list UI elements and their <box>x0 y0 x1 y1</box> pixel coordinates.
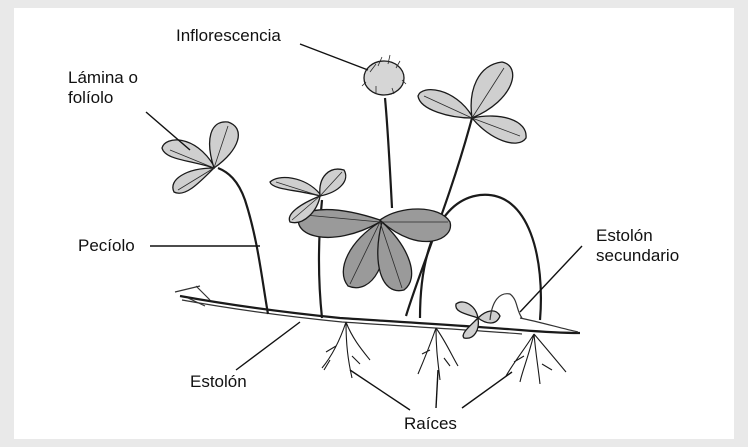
label-inflorescencia: Inflorescencia <box>176 26 281 46</box>
label-estolon-secundario: Estolón secundario <box>596 226 679 266</box>
left-leaf <box>162 122 238 193</box>
pointer-inflorescencia <box>300 44 368 70</box>
petiole-left <box>218 168 268 314</box>
roots-left <box>322 322 370 378</box>
pointer-estolon <box>236 322 300 370</box>
label-peciolo: Pecíolo <box>78 236 135 256</box>
flower-head <box>362 55 406 95</box>
label-raices: Raíces <box>404 414 457 434</box>
top-right-leaf <box>418 62 526 143</box>
peduncle-flower <box>385 98 392 208</box>
pointer-raices-1 <box>350 370 410 410</box>
pointer-raices-3 <box>462 372 512 408</box>
label-lamina-foliolo: Lámina o folíolo <box>68 68 138 108</box>
pointer-raices-2 <box>436 370 438 408</box>
label-estolon: Estolón <box>190 372 247 392</box>
roots-right <box>506 334 566 384</box>
pointer-estolon-secundario <box>520 246 582 312</box>
